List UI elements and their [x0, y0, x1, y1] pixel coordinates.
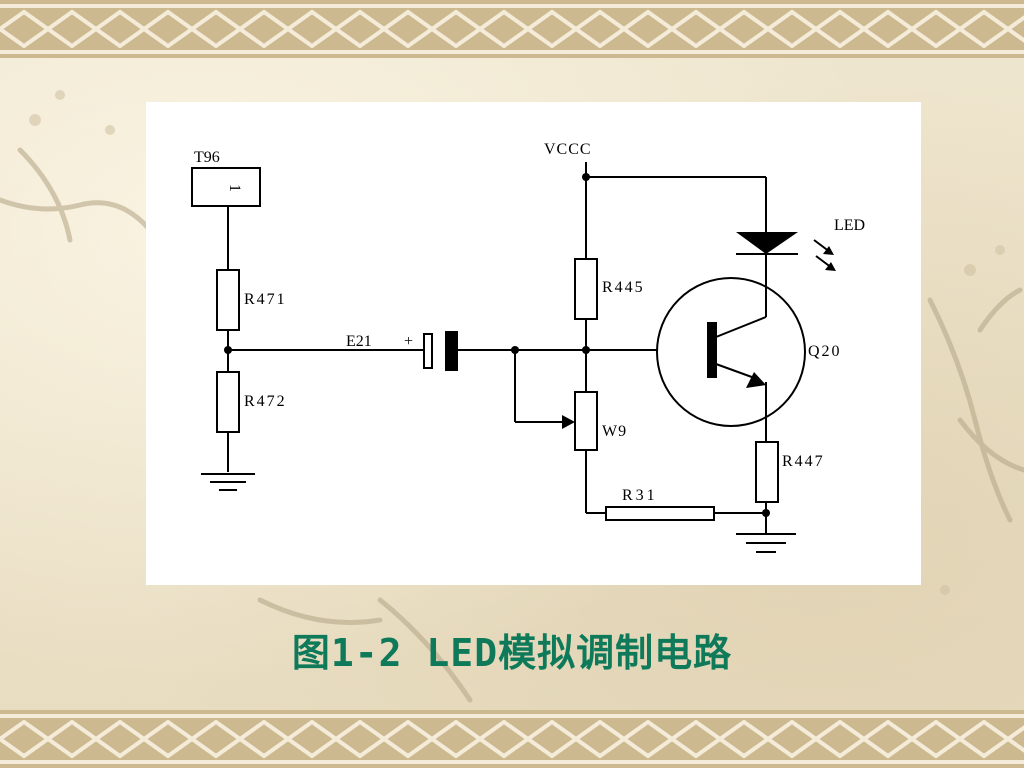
top-border-pattern: [0, 0, 1024, 58]
emitter-arrow: [746, 372, 766, 388]
transistor-q20: [656, 277, 806, 427]
label-vccc: VCCC: [544, 141, 592, 158]
label-t96: T96: [194, 149, 220, 166]
label-led: LED: [834, 217, 865, 234]
capacitor-e21-plate-positive: [423, 333, 433, 369]
resistor-r445: [574, 258, 598, 320]
slide-caption: 图1-2 LED模拟调制电路: [291, 631, 733, 675]
label-r472: R472: [244, 393, 287, 410]
wiper-arrow: [562, 415, 575, 429]
label-connector-pin: 1: [226, 184, 243, 192]
label-e21-plus: +: [404, 333, 413, 350]
label-e21: E21: [346, 333, 372, 350]
bottom-border-pattern: [0, 710, 1024, 768]
label-r447: R447: [782, 453, 825, 470]
resistor-r472: [216, 371, 240, 433]
circuit-diagram: T96 1 R471 R472 E21 + VCCC R445 W9 R31 L…: [191, 141, 865, 553]
label-r471: R471: [244, 291, 287, 308]
resistor-r447: [755, 441, 779, 503]
led-diode: [736, 232, 798, 254]
label-q20: Q20: [808, 343, 842, 360]
label-r445: R445: [602, 279, 645, 296]
resistor-r31: [605, 506, 715, 521]
resistor-r471: [216, 269, 240, 331]
capacitor-e21-plate-negative: [445, 331, 458, 371]
connector-t96-box: [191, 167, 261, 207]
potentiometer-w9: [574, 391, 598, 451]
transistor-base-bar: [707, 322, 717, 378]
label-r31: R31: [622, 487, 658, 504]
label-w9: W9: [602, 423, 627, 440]
diagram-panel: [146, 102, 921, 585]
